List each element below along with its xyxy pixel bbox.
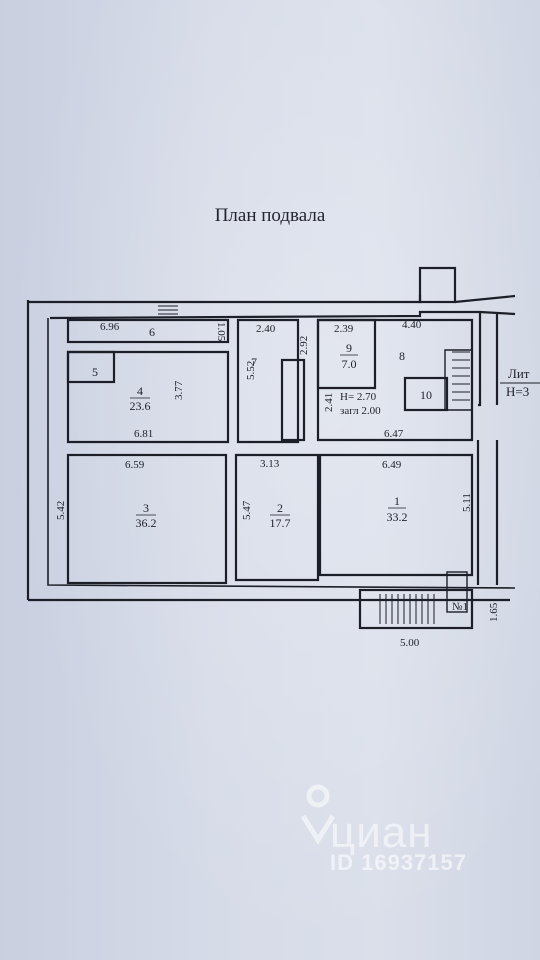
dim-313: 3.13	[260, 458, 280, 470]
room-8-number: 8	[399, 349, 405, 363]
dim-696: 6.96	[100, 321, 120, 333]
room-3-number: 3	[143, 501, 149, 515]
location-pin-icon	[300, 784, 336, 845]
dim-105: 1.05	[215, 322, 227, 342]
dim-659: 6.59	[125, 459, 145, 471]
room-2-number: 2	[277, 501, 283, 515]
plan-title: План подвала	[214, 205, 326, 226]
room-4-number: 4	[137, 384, 143, 398]
room-3-area: 36.2	[136, 516, 157, 530]
dim-240: 2.40	[256, 323, 276, 335]
dim-241: 2.41	[323, 393, 335, 412]
dim-552: 5.52	[245, 361, 257, 380]
lit-label: Лит	[508, 366, 530, 381]
watermark-brand: циан	[330, 808, 433, 857]
entrance-label: №1	[452, 601, 468, 613]
room-1-area: 33.2	[387, 510, 408, 524]
height-note: H= 2.70	[340, 391, 377, 403]
dim-649: 6.49	[382, 459, 402, 471]
watermark-id: ID 16937157	[330, 850, 467, 875]
room-2-area: 17.7	[270, 516, 291, 530]
depth-note: загл 2.00	[340, 405, 381, 417]
dim-440: 4.40	[402, 319, 422, 331]
room-4-area: 23.6	[130, 399, 151, 413]
dim-511: 5.11	[461, 493, 473, 512]
dim-377: 3.77	[173, 380, 185, 400]
dim-239: 2.39	[334, 323, 354, 335]
room-9-number: 9	[346, 341, 352, 355]
dim-165: 1.65	[488, 602, 500, 622]
dim-500: 5.00	[400, 637, 420, 649]
room-1-number: 1	[394, 494, 400, 508]
room-5-number: 5	[92, 365, 98, 379]
dim-681: 6.81	[134, 428, 153, 440]
dim-292: 2.92	[298, 336, 310, 355]
room-6-number: 6	[149, 325, 155, 339]
dim-542: 5.42	[55, 501, 67, 520]
lit-height-label: H=3	[506, 384, 529, 399]
room-9-area: 7.0	[342, 357, 357, 371]
dim-647: 6.47	[384, 428, 404, 440]
room-7-number: 7	[251, 355, 257, 369]
dim-547: 5.47	[241, 500, 253, 520]
room-10-number: 10	[420, 388, 432, 402]
